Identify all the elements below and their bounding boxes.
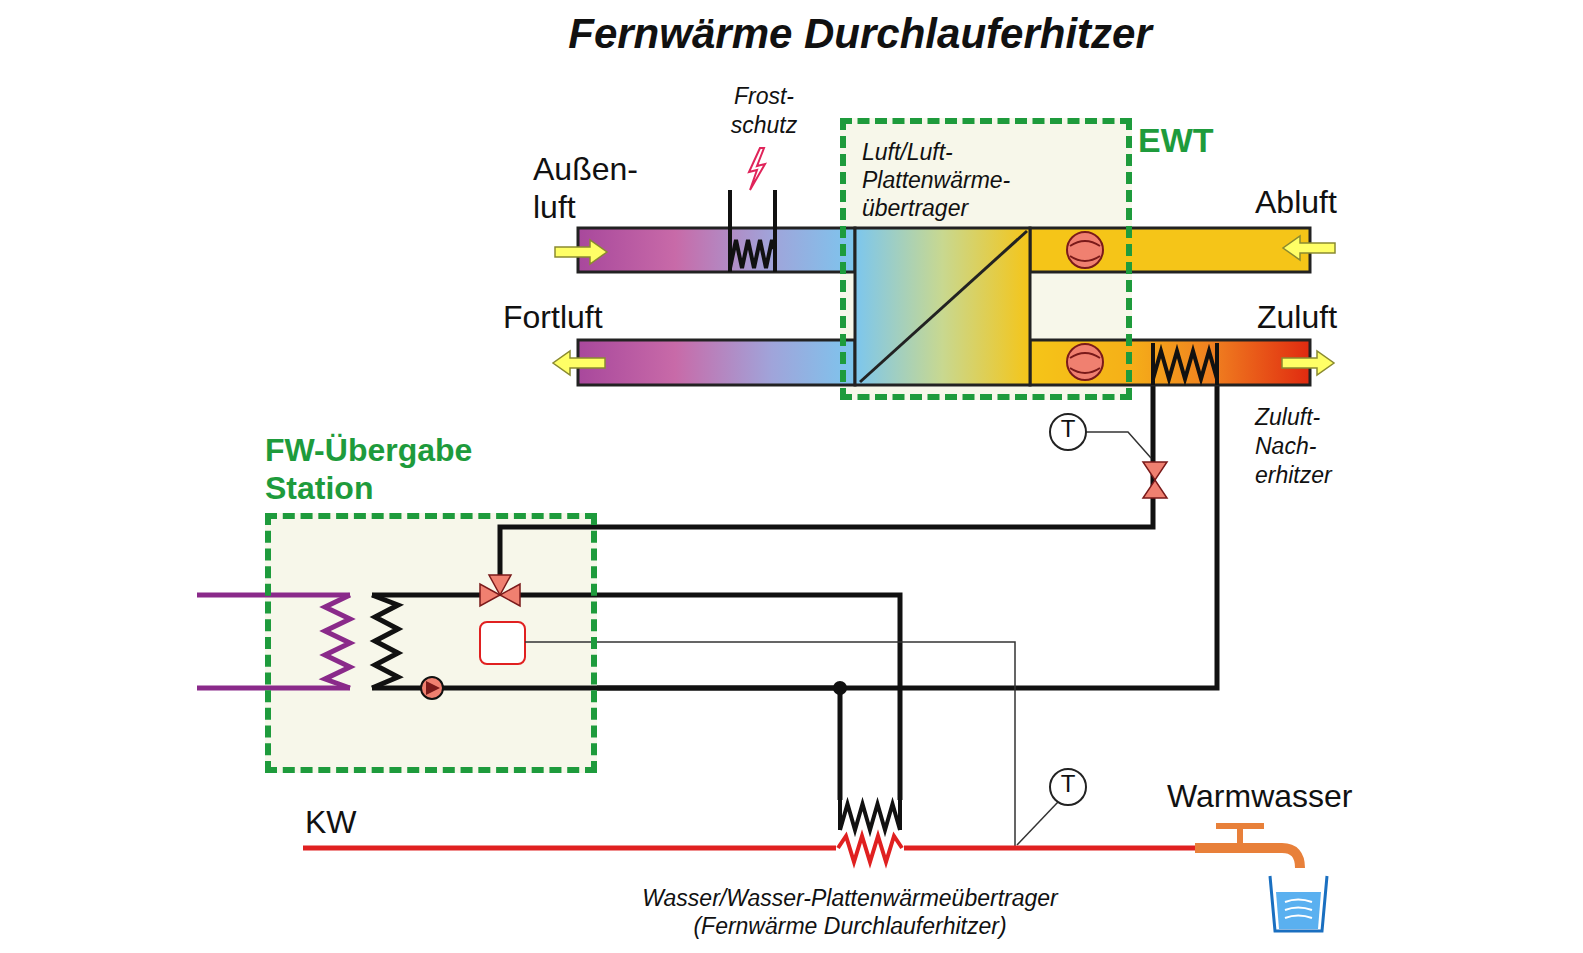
pump-symbol — [426, 681, 440, 695]
exchanger-coil — [840, 800, 900, 830]
control-valve — [1143, 462, 1167, 498]
control-valve — [1143, 480, 1167, 498]
water-label: Warmwasser — [1167, 777, 1407, 815]
node-body: Luft/Luft- Plattenwärme- übertrager — [862, 138, 1047, 222]
station-pipe — [372, 527, 597, 688]
pipe-connector — [597, 595, 900, 800]
station-pipe — [372, 595, 398, 688]
plant-drawing — [197, 148, 1335, 931]
water-glass — [1270, 876, 1327, 931]
sensor-leader — [1017, 802, 1058, 845]
three-way-valve — [480, 575, 520, 606]
fan-symbol — [1070, 241, 1100, 261]
air-flow-arrow — [553, 351, 605, 375]
water-label: KW — [305, 803, 385, 841]
exchanger-coil — [838, 836, 902, 862]
node-heading: FW-Übergabe Station — [265, 431, 525, 507]
node-heading: EWT — [1138, 120, 1214, 160]
node-heading: Zuluft- Nach- erhitzer — [1255, 403, 1360, 490]
heater-coil — [1153, 343, 1217, 385]
control-valve — [1143, 462, 1167, 480]
plate-heat-exchanger — [855, 228, 1030, 385]
water-tap — [1195, 826, 1300, 868]
water-heat-exchanger: Wasser/Wasser-Plattenwärmeübertrager (Fe… — [838, 800, 902, 868]
heater-coil — [1150, 343, 1220, 385]
temperature-sensor: T — [1049, 413, 1087, 451]
air-duct — [1030, 228, 1310, 272]
controller-box — [480, 622, 525, 664]
air-label: Abluft — [1255, 183, 1395, 221]
air-duct — [578, 228, 855, 272]
frost-heater — [730, 240, 775, 268]
heater-coil — [1153, 351, 1217, 379]
cold-water-pipe — [303, 846, 1200, 851]
air-flow-arrow — [1282, 351, 1334, 375]
node-heading: T — [1051, 770, 1085, 798]
district-heating-pipe — [325, 595, 350, 688]
power-symbol — [749, 148, 765, 190]
fan-symbol — [1067, 344, 1103, 380]
fan-symbol — [1067, 232, 1103, 380]
pump-symbol — [421, 677, 443, 699]
fan-symbol — [1070, 353, 1100, 373]
control-wire — [525, 642, 1015, 846]
water-glass — [1276, 892, 1321, 929]
node-heading: T — [1051, 415, 1085, 443]
three-way-valve — [489, 575, 511, 595]
station-pipe — [372, 527, 597, 688]
frost-heater — [730, 190, 775, 272]
pipe-connector — [597, 385, 1217, 800]
air-label: Fortluft — [503, 298, 643, 336]
exchanger-coil — [838, 800, 902, 868]
frost-heater — [730, 190, 775, 272]
air-duct — [578, 340, 855, 385]
temperature-sensor: T — [1049, 768, 1087, 806]
region-fill — [840, 118, 1132, 400]
air-reheater: Zuluft- Nach- erhitzer — [1150, 343, 1220, 385]
pipe-junction — [833, 681, 847, 695]
plate-heat-exchanger — [855, 228, 1030, 385]
water-glass — [1285, 900, 1312, 919]
air-duct — [578, 228, 1310, 385]
water-glass — [1270, 876, 1327, 931]
fan-symbol — [1067, 232, 1103, 268]
region-fill — [265, 118, 1132, 773]
air-flow-arrow — [555, 240, 607, 264]
air-label: Zuluft — [1257, 298, 1397, 336]
plate-heat-exchanger — [860, 231, 1027, 382]
region-fill — [265, 513, 597, 773]
district-heating-pipe — [197, 595, 350, 688]
node-heading: Wasser/Wasser-Plattenwärmeübertrager (Fe… — [580, 884, 1120, 940]
sensor-leader — [1086, 432, 1151, 458]
pump-symbol — [421, 677, 443, 699]
air-flow-arrow — [1283, 236, 1335, 260]
district-heating-pipe — [197, 595, 350, 688]
diagram-title: Fernwärme Durchlauferhitzer — [460, 8, 1260, 60]
water-tap — [1216, 826, 1264, 846]
transfer-station: FW-Übergabe Station — [265, 513, 597, 773]
part-label: Frost- schutz — [716, 82, 812, 140]
air-label: Außen- luft — [533, 150, 668, 226]
pipe-connector — [597, 385, 1153, 527]
pipe-connector — [597, 688, 840, 800]
ewt-unit: EWTLuft/Luft- Plattenwärme- übertrager — [840, 118, 1132, 400]
air-duct — [1030, 340, 1310, 385]
exchanger-coil — [840, 804, 900, 830]
water-tap — [1195, 848, 1300, 868]
